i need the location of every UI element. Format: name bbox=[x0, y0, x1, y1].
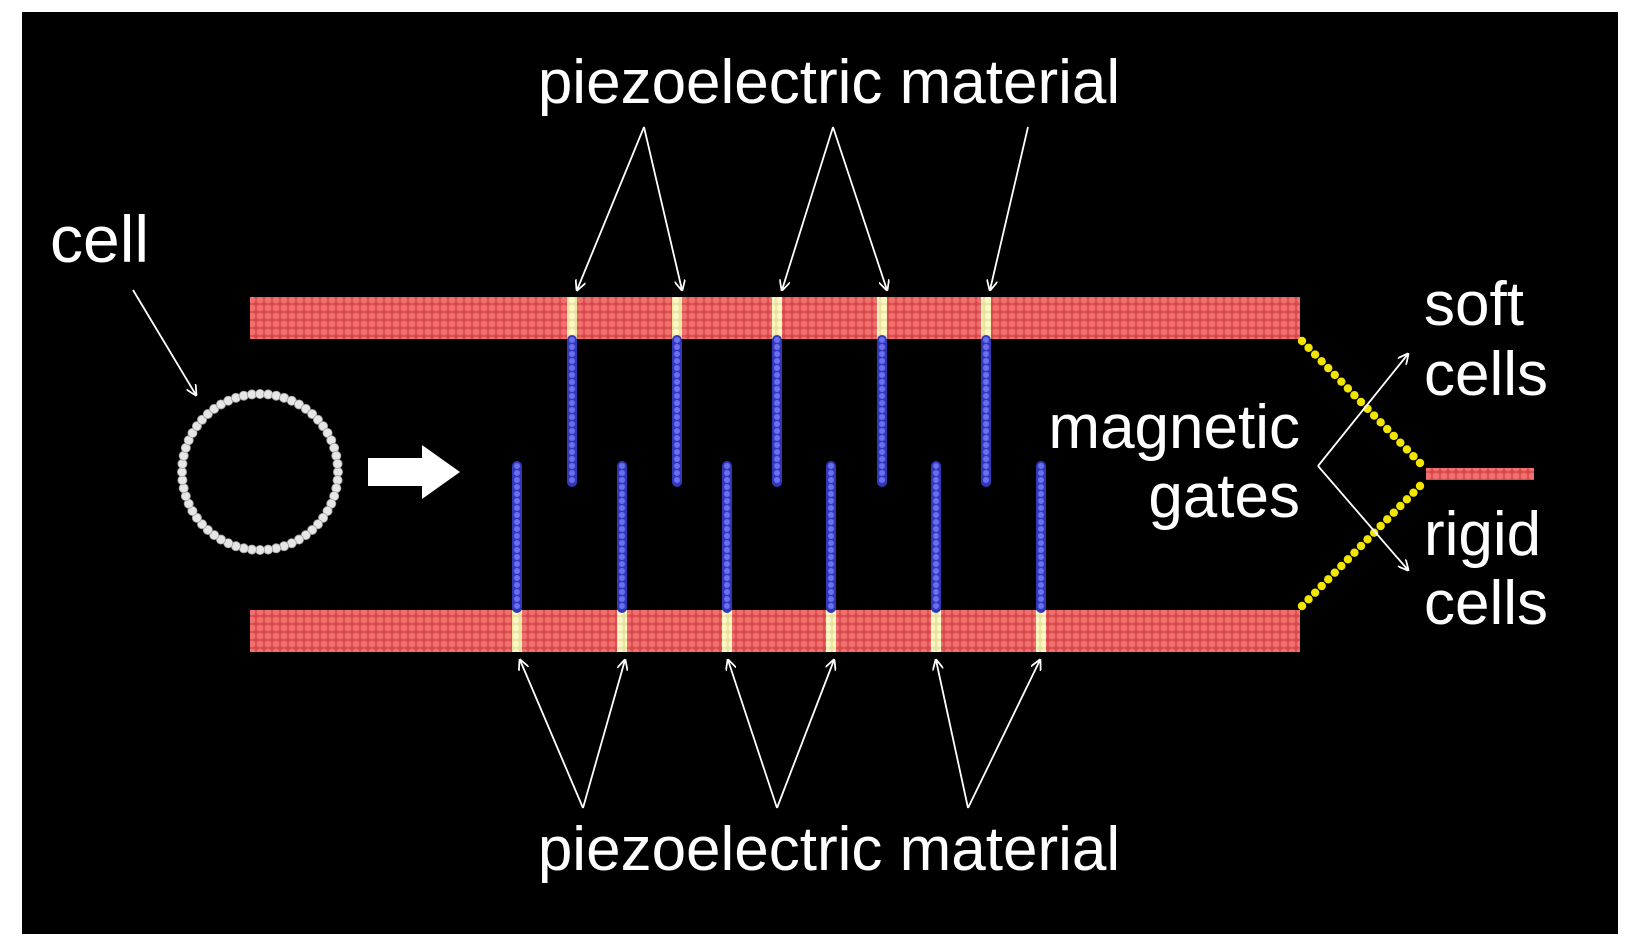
magnetic-gate-upper bbox=[1297, 336, 1425, 468]
gate-dot bbox=[1356, 541, 1366, 551]
diagram-background bbox=[22, 12, 1618, 934]
gate-dot bbox=[1402, 445, 1412, 454]
outlet-channel bbox=[1426, 468, 1534, 480]
label-piezo-bottom: piezoelectric material bbox=[538, 815, 1120, 884]
rods-bottom bbox=[512, 461, 1046, 613]
arrow-piezo-top-1 bbox=[577, 126, 645, 290]
gate-dot bbox=[1389, 508, 1398, 517]
gate-dot bbox=[1376, 521, 1385, 531]
gate-dot bbox=[1396, 501, 1405, 511]
flow-direction-arrow bbox=[368, 445, 460, 499]
gate-dot bbox=[1330, 370, 1339, 380]
arrow-piezo-bottom-3 bbox=[728, 660, 778, 809]
label-rigid: rigid bbox=[1424, 500, 1541, 569]
gate-dot bbox=[1310, 588, 1320, 597]
cell-bead bbox=[238, 390, 249, 401]
cell-bead bbox=[331, 450, 342, 461]
cell-circle bbox=[176, 388, 343, 556]
gate-dot bbox=[1383, 424, 1392, 434]
label-soft-cells: cells bbox=[1424, 340, 1548, 409]
label-piezo-top: piezoelectric material bbox=[538, 48, 1120, 117]
gate-dot bbox=[1356, 397, 1366, 407]
cell-bead bbox=[332, 458, 343, 469]
gate-dot bbox=[1324, 575, 1333, 584]
magnetic-gate-lower bbox=[1297, 481, 1425, 611]
arrow-cell bbox=[132, 289, 196, 395]
gate-dot bbox=[1389, 431, 1398, 441]
gate-dot bbox=[1337, 561, 1346, 571]
piezo-segments-top bbox=[567, 297, 991, 339]
piezo-segment-bottom-5 bbox=[931, 610, 941, 652]
gate-dot bbox=[1396, 438, 1405, 447]
gate-dot bbox=[1415, 458, 1425, 468]
arrow-piezo-top-2 bbox=[643, 126, 682, 290]
gate-dot bbox=[1369, 411, 1379, 420]
arrow-soft-cells bbox=[1317, 354, 1408, 467]
piezo-segment-bottom-4 bbox=[826, 610, 836, 652]
arrow-piezo-bottom-2 bbox=[582, 660, 625, 809]
gate-dot bbox=[1330, 568, 1339, 577]
gate-dot bbox=[1376, 418, 1385, 427]
piezo-segment-bottom-3 bbox=[722, 610, 732, 652]
pointer-arrows bbox=[132, 126, 1408, 809]
gate-dot bbox=[1297, 336, 1307, 346]
arrow-piezo-top-4 bbox=[832, 126, 887, 290]
gate-dot bbox=[1337, 377, 1346, 386]
gate-dot bbox=[1324, 363, 1333, 373]
arrow-rigid-cells bbox=[1317, 465, 1408, 570]
cell-bead bbox=[178, 483, 189, 494]
gate-dot bbox=[1409, 452, 1418, 461]
gate-dot bbox=[1304, 343, 1313, 352]
channel-bottom-wall bbox=[250, 610, 1300, 652]
gate-dot bbox=[1363, 535, 1372, 544]
piezo-segment-top-1 bbox=[567, 297, 577, 339]
gate-dot bbox=[1415, 481, 1425, 491]
piezo-segment-top-5 bbox=[981, 297, 991, 339]
gate-dot bbox=[1343, 555, 1353, 564]
arrow-piezo-bottom-6 bbox=[967, 660, 1040, 809]
label-rigid-cells: cells bbox=[1424, 569, 1548, 638]
piezo-segment-top-2 bbox=[672, 297, 682, 339]
label-magnetic: magnetic bbox=[1048, 393, 1300, 462]
arrow-piezo-bottom-5 bbox=[936, 660, 969, 809]
gate-dot bbox=[1350, 391, 1359, 400]
label-gates: gates bbox=[1148, 462, 1300, 531]
gate-dot bbox=[1409, 488, 1418, 497]
gate-dot bbox=[1369, 528, 1379, 537]
piezo-segment-bottom-6 bbox=[1036, 610, 1046, 652]
piezo-segment-top-4 bbox=[877, 297, 887, 339]
piezo-segment-bottom-2 bbox=[617, 610, 627, 652]
gate-dot bbox=[1350, 548, 1359, 557]
gate-dot bbox=[1297, 601, 1307, 611]
arrow-piezo-top-5 bbox=[990, 126, 1029, 290]
piezo-segments-bottom bbox=[512, 610, 1046, 652]
arrow-piezo-bottom-4 bbox=[776, 660, 834, 809]
cell-bead bbox=[246, 544, 257, 555]
gate-dot bbox=[1402, 495, 1412, 504]
gate-dot bbox=[1317, 357, 1326, 366]
gate-dot bbox=[1343, 384, 1353, 393]
gate-dot bbox=[1383, 515, 1392, 524]
piezo-segment-bottom-1 bbox=[512, 610, 522, 652]
arrow-piezo-top-3 bbox=[782, 126, 834, 290]
piezo-segment-top-3 bbox=[772, 297, 782, 339]
cell-bead bbox=[332, 475, 343, 486]
gate-dot bbox=[1310, 350, 1320, 359]
cell-bead bbox=[177, 458, 188, 469]
rods-top bbox=[567, 335, 991, 487]
gate-dot bbox=[1304, 595, 1313, 604]
cell-bead bbox=[271, 543, 282, 554]
gate-dot bbox=[1317, 581, 1326, 591]
arrow-piezo-bottom-1 bbox=[520, 660, 584, 809]
label-cell: cell bbox=[50, 202, 149, 276]
label-soft: soft bbox=[1424, 270, 1524, 339]
cell-bead bbox=[263, 389, 274, 400]
